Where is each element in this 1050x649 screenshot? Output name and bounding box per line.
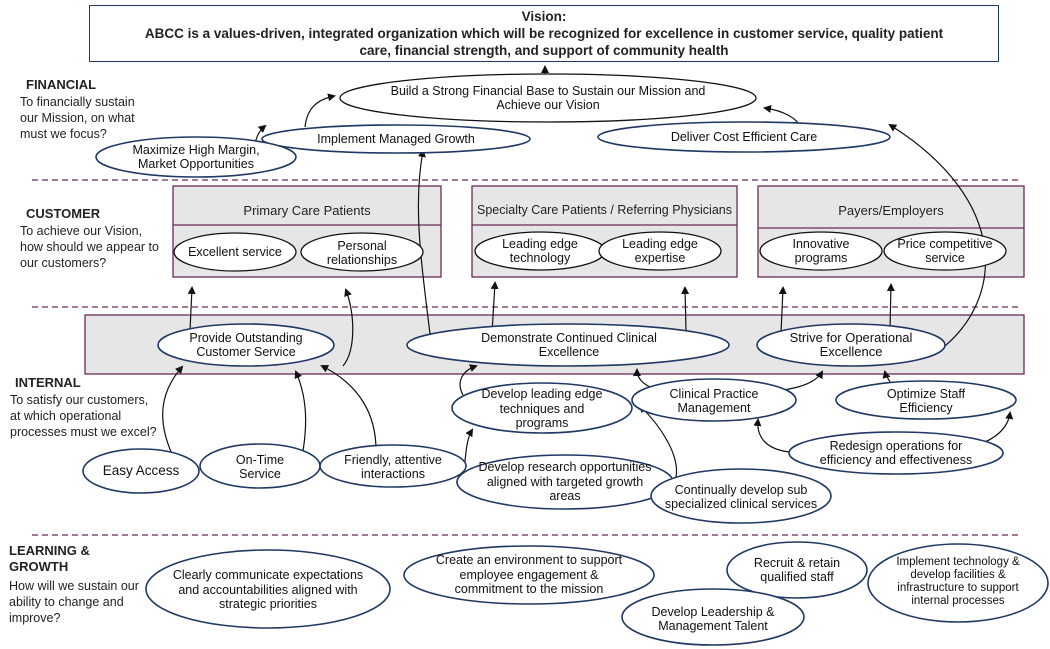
arrow-easy-outstanding	[162, 365, 184, 455]
specialty-care-title: Specialty Care Patients / Referring Phys…	[477, 203, 732, 217]
arrow-clinical-specialty-right	[681, 286, 690, 332]
clinical-excellence-objective: Demonstrate Continued Clinical Excellenc…	[481, 330, 657, 360]
outstanding-service-objective: Provide Outstanding Customer Service	[189, 330, 303, 360]
operational-excellence-objective: Strive for Operational Excellence	[789, 329, 913, 359]
arrow-outstanding-primary	[187, 286, 196, 332]
managed-growth-objective: Implement Managed Growth	[317, 131, 475, 146]
payers-employers-title: Payers/Employers	[838, 202, 944, 218]
arrow-leading-clinical	[459, 364, 478, 396]
arrow-operational-payers-left	[778, 286, 787, 334]
learning-question: How will we sustain our ability to chang…	[9, 579, 139, 625]
excellent-service-item: Excellent service	[188, 244, 282, 259]
arrow-operational-payers-right	[886, 283, 895, 331]
build-base-ellipse	[339, 73, 757, 123]
arrow-optimize-operational	[882, 370, 891, 383]
arrow-friendly-outstanding	[320, 365, 377, 451]
arrow-clinical-to-growth	[417, 149, 431, 335]
customer-title: CUSTOMER	[26, 206, 101, 221]
vision-box: Vision: ABCC is a values-driven, integra…	[89, 5, 999, 62]
innovative-programs-item: Innovative programs	[792, 236, 850, 266]
technology-infrastructure-objective: Implement technology & develop facilitie…	[896, 556, 1020, 607]
arrow-friendly-personal	[342, 288, 354, 367]
build-financial-base-objective: Build a Strong Financial Base to Sustain…	[390, 83, 706, 113]
customer-question: To achieve our Vision, how should we app…	[20, 224, 159, 270]
research-opportunities-objective: Develop research opportunities aligned w…	[478, 460, 652, 504]
personal-relationships-item: Personal relationships	[326, 238, 398, 268]
primary-care-title: Primary Care Patients	[243, 202, 371, 218]
clinical-practice-management-objective: Clinical Practice Management	[669, 386, 759, 416]
leading-edge-expertise-item: Leading edge expertise	[622, 236, 698, 266]
leading-edge-techniques-objective: Develop leading edge techniques and prog…	[481, 387, 603, 431]
vision-statement: ABCC is a values-driven, integrated orga…	[144, 26, 944, 58]
financial-question: To financially sustain our Mission, on w…	[20, 95, 135, 141]
vision-title: Vision:	[521, 9, 567, 24]
arrow-clinical-specialty-left	[490, 281, 499, 334]
internal-question: To satisfy our customers, at which opera…	[10, 393, 157, 439]
financial-title: FINANCIAL	[26, 77, 97, 92]
optimize-staff-efficiency-objective: Optimize Staff Efficiency	[886, 386, 966, 416]
recruit-retain-objective: Recruit & retain qualified staff	[753, 555, 841, 585]
employee-engagement-objective: Create an environment to support employe…	[435, 553, 623, 597]
on-time-service-objective: On-Time Service	[235, 452, 285, 482]
arrow-redesign-practice	[753, 418, 791, 453]
redesign-operations-objective: Redesign operations for efficiency and e…	[819, 438, 973, 468]
cost-efficient-care-objective: Deliver Cost Efficient Care	[670, 129, 818, 144]
easy-access-objective: Easy Access	[102, 462, 180, 478]
managed-growth-ellipse	[261, 124, 531, 154]
communicate-expectations-objective: Clearly communicate expectations and acc…	[172, 568, 364, 612]
maximize-ellipse	[95, 136, 297, 178]
friendly-interactions-objective: Friendly, attentive interactions	[344, 452, 442, 482]
subspecialized-services-objective: Continually develop sub specialized clin…	[664, 482, 818, 512]
price-competitive-item: Price competitive service	[897, 236, 993, 266]
leading-edge-technology-item: Leading edge technology	[502, 236, 578, 266]
arrow-ontime-outstanding	[294, 370, 307, 452]
arrow-managed-growth	[304, 93, 336, 128]
maximize-margin-objective: Maximize High Margin, Market Opportuniti…	[132, 142, 260, 172]
learning-title: LEARNING & GROWTH	[9, 543, 90, 574]
leadership-talent-objective: Develop Leadership & Management Talent	[651, 604, 775, 634]
internal-title: INTERNAL	[15, 375, 81, 390]
cost-efficient-ellipse	[597, 121, 891, 153]
